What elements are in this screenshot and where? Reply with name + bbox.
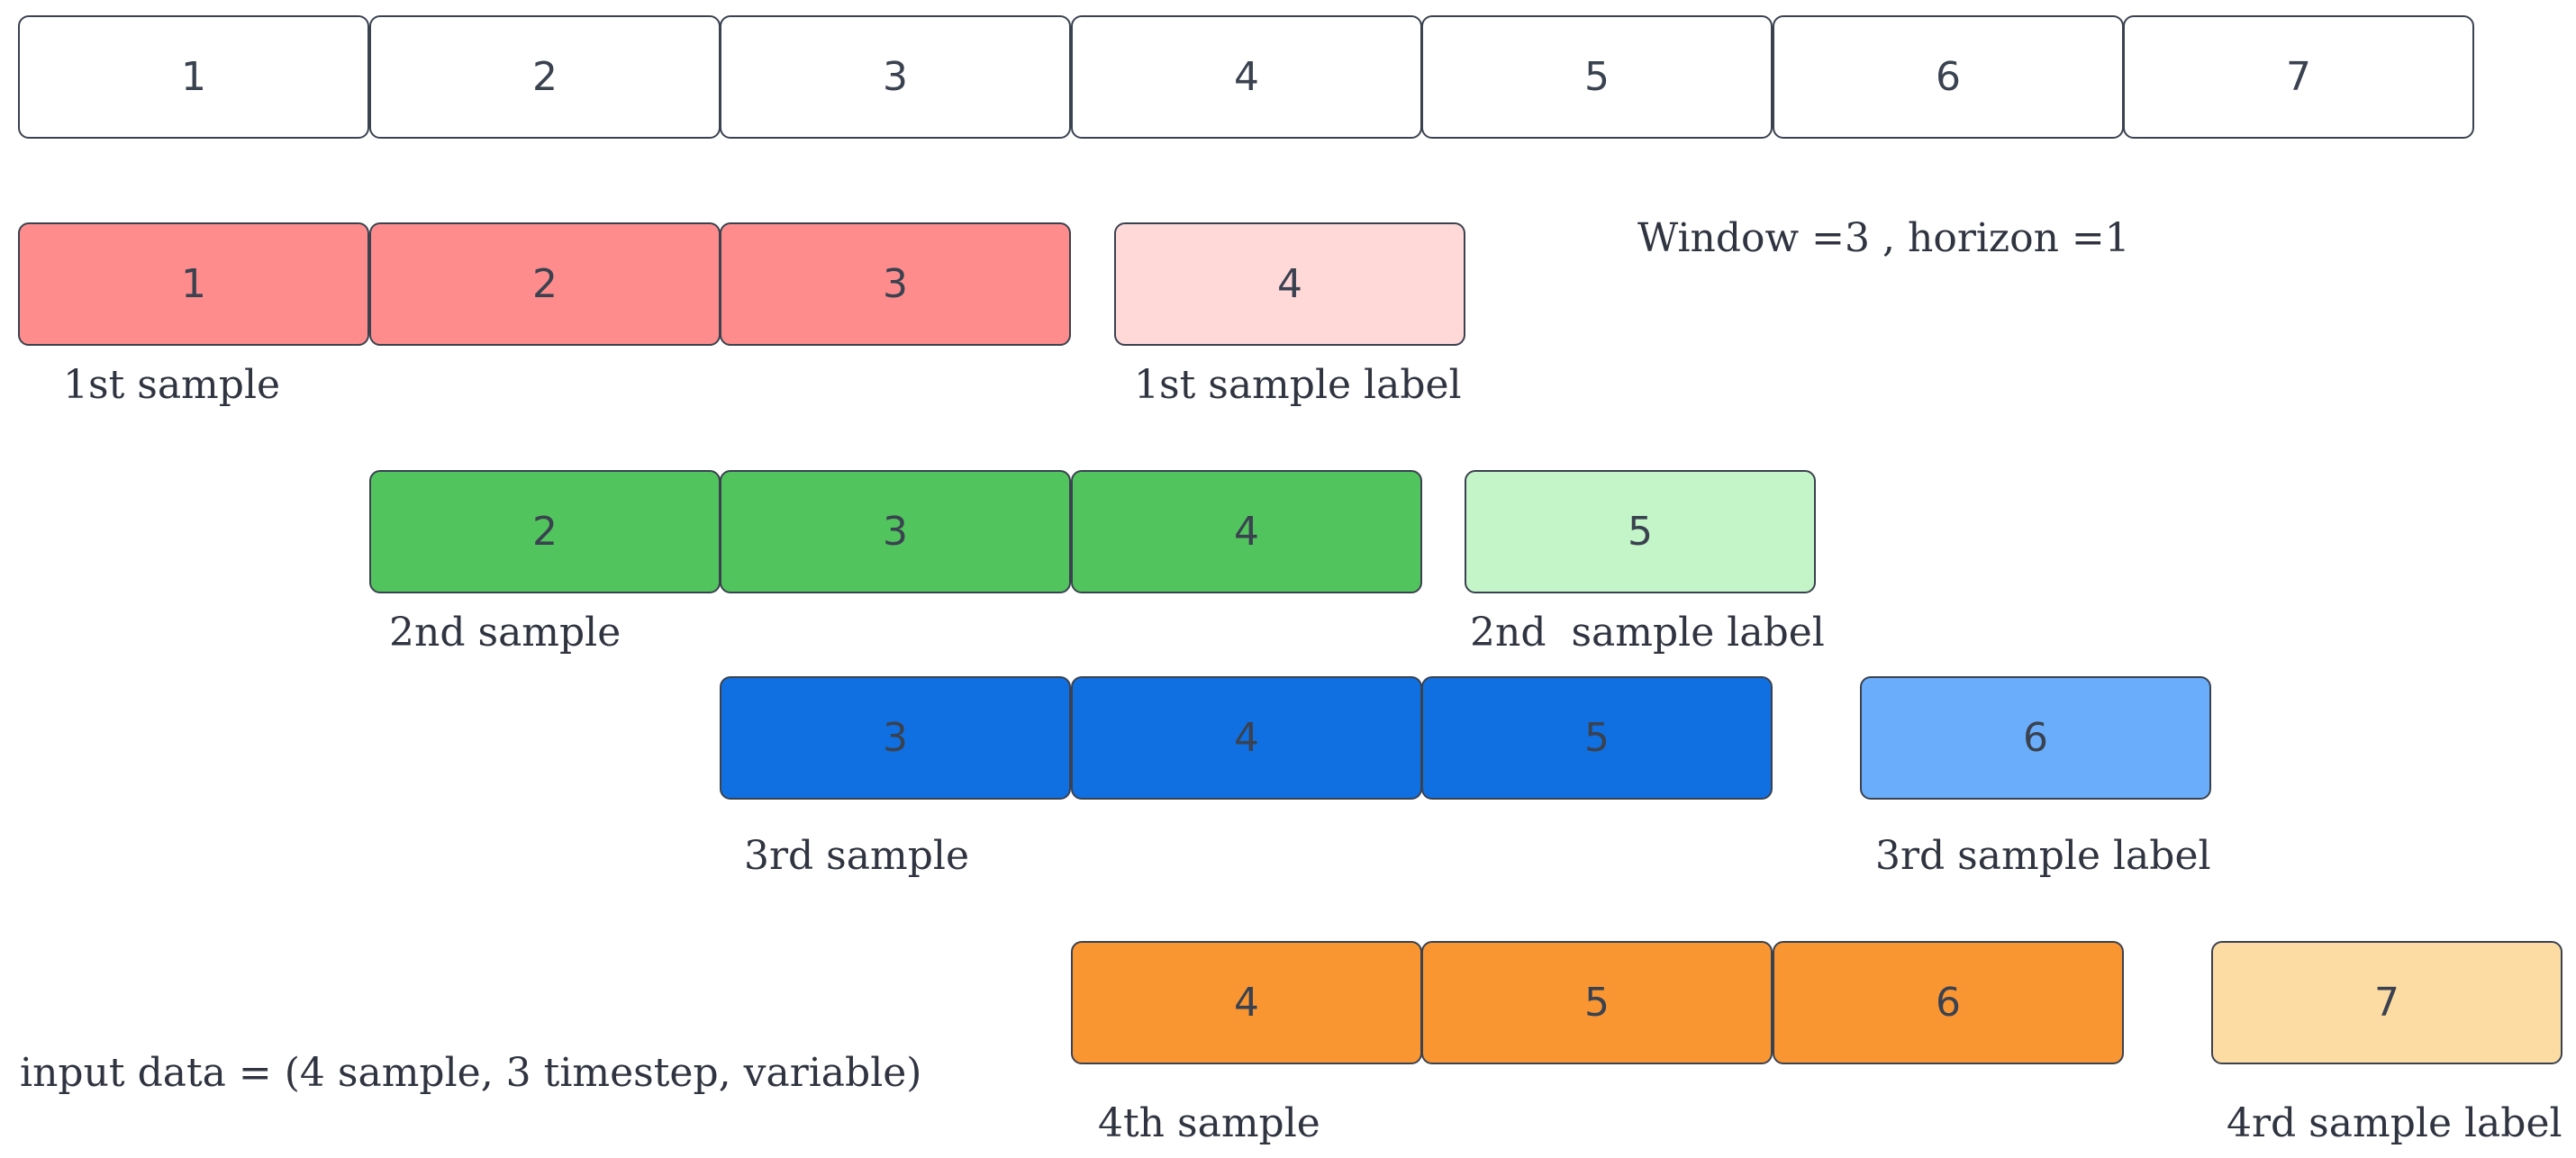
sample-2-input-cell: 3 (720, 470, 1071, 593)
sample-4-input-cell: 6 (1773, 941, 2124, 1064)
sample-4-label-caption: 4rd sample label (2227, 1100, 2562, 1146)
sample-4-caption: 4th sample (1098, 1100, 1320, 1146)
sample-3-label-cell: 6 (1860, 676, 2211, 800)
input-data-shape-text: input data = (4 sample, 3 timestep, vari… (20, 1050, 922, 1096)
timeline-cell-1: 1 (18, 15, 369, 139)
sample-4-label-cell: 7 (2211, 941, 2562, 1064)
timeline-cell-6: 6 (1773, 15, 2124, 139)
sample-2-input-cell: 4 (1071, 470, 1422, 593)
sample-2-label-caption: 2nd sample label (1470, 610, 1825, 656)
timeline-cell-2: 2 (369, 15, 721, 139)
sample-1-label-cell: 4 (1114, 222, 1465, 346)
sample-1-caption: 1st sample (63, 362, 281, 408)
sample-1-input-cell: 2 (369, 222, 721, 346)
sample-4-input-cell: 5 (1421, 941, 1773, 1064)
sample-3-input-cell: 3 (720, 676, 1071, 800)
sample-3-caption: 3rd sample (744, 833, 969, 879)
sample-3-input-cell: 5 (1421, 676, 1773, 800)
sample-3-label-caption: 3rd sample label (1875, 833, 2211, 879)
sample-2-label-cell: 5 (1465, 470, 1816, 593)
timeline-cell-5: 5 (1421, 15, 1773, 139)
timeline-cell-7: 7 (2123, 15, 2474, 139)
sample-2-input-cell: 2 (369, 470, 721, 593)
sample-1-input-cell: 3 (720, 222, 1071, 346)
sample-2-caption: 2nd sample (389, 610, 621, 656)
timeline-cell-4: 4 (1071, 15, 1422, 139)
sample-3-input-cell: 4 (1071, 676, 1422, 800)
sample-1-label-caption: 1st sample label (1134, 362, 1462, 408)
timeline-cell-3: 3 (720, 15, 1071, 139)
window-horizon-text: Window =3 , horizon =1 (1637, 215, 2130, 261)
sample-4-input-cell: 4 (1071, 941, 1422, 1064)
sample-1-input-cell: 1 (18, 222, 369, 346)
